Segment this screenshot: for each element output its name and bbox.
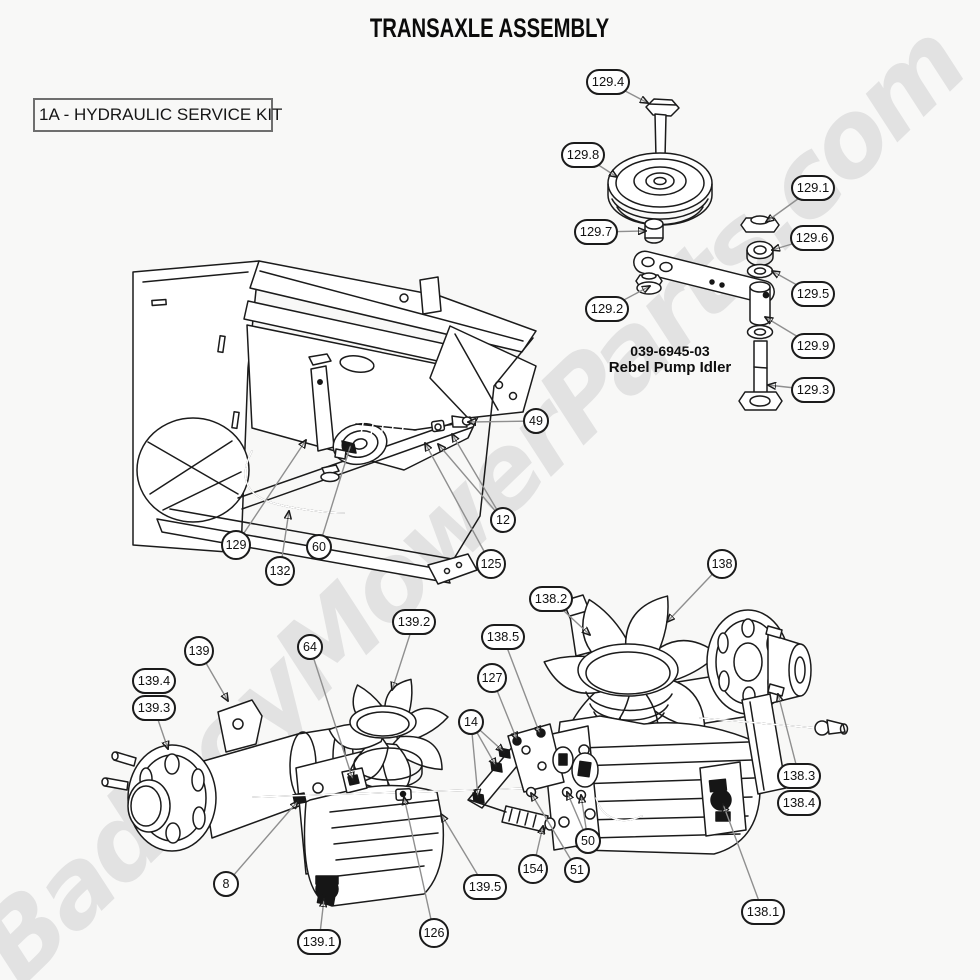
leader-12 [452, 434, 504, 521]
leader-129.6 [772, 237, 813, 250]
leader-129.1 [766, 187, 814, 222]
leader-139 [198, 650, 228, 701]
leader-139.3 [153, 707, 168, 749]
tension-spring [355, 423, 417, 431]
fitting-51 [525, 786, 537, 798]
idler-part-note: 039-6945-03 Rebel Pump Idler [595, 343, 745, 376]
leader-8 [225, 801, 298, 885]
leader-139.1 [318, 899, 324, 943]
leader-129 [235, 440, 306, 546]
leader-138 [667, 563, 723, 622]
left-transaxle [101, 678, 569, 907]
idler-bolt-head [645, 98, 680, 117]
hydraulic-service-kit-box: 1A - HYDRAULIC SERVICE KIT [33, 98, 283, 132]
kit-label: 1A - HYDRAULIC SERVICE KIT [39, 105, 283, 124]
idler-part-number: 039-6945-03 [630, 343, 710, 359]
page-title: TRANSAXLE ASSEMBLY [0, 13, 980, 44]
leader-60 [318, 444, 351, 548]
idler-part-name: Rebel Pump Idler [608, 359, 732, 376]
leader-129.2 [606, 286, 650, 310]
leader-139.5 [441, 814, 486, 888]
leader-129.8 [582, 154, 617, 177]
leader-138.3 [778, 694, 800, 777]
leader-129.4 [607, 81, 648, 103]
brake-caliper [710, 789, 732, 811]
leader-126 [404, 797, 435, 934]
leader-127 [491, 677, 517, 740]
leader-129.3 [768, 385, 814, 391]
leader-14 [470, 721, 504, 752]
leader-12 [438, 444, 504, 521]
leader-138.5 [502, 636, 540, 734]
right-transaxle [467, 594, 849, 855]
leader-129.7 [595, 231, 646, 232]
leader-138.1 [723, 804, 764, 913]
leader-49 [468, 421, 537, 422]
frame-weldment [132, 260, 537, 585]
leader-125 [425, 443, 492, 565]
page-title-text: TRANSAXLE ASSEMBLY [370, 13, 610, 43]
leader-154 [532, 826, 543, 870]
leader-129.5 [772, 271, 814, 295]
idler-pulley-assembly [607, 98, 783, 411]
frame-hole [136, 417, 250, 523]
leader-64 [309, 646, 353, 780]
